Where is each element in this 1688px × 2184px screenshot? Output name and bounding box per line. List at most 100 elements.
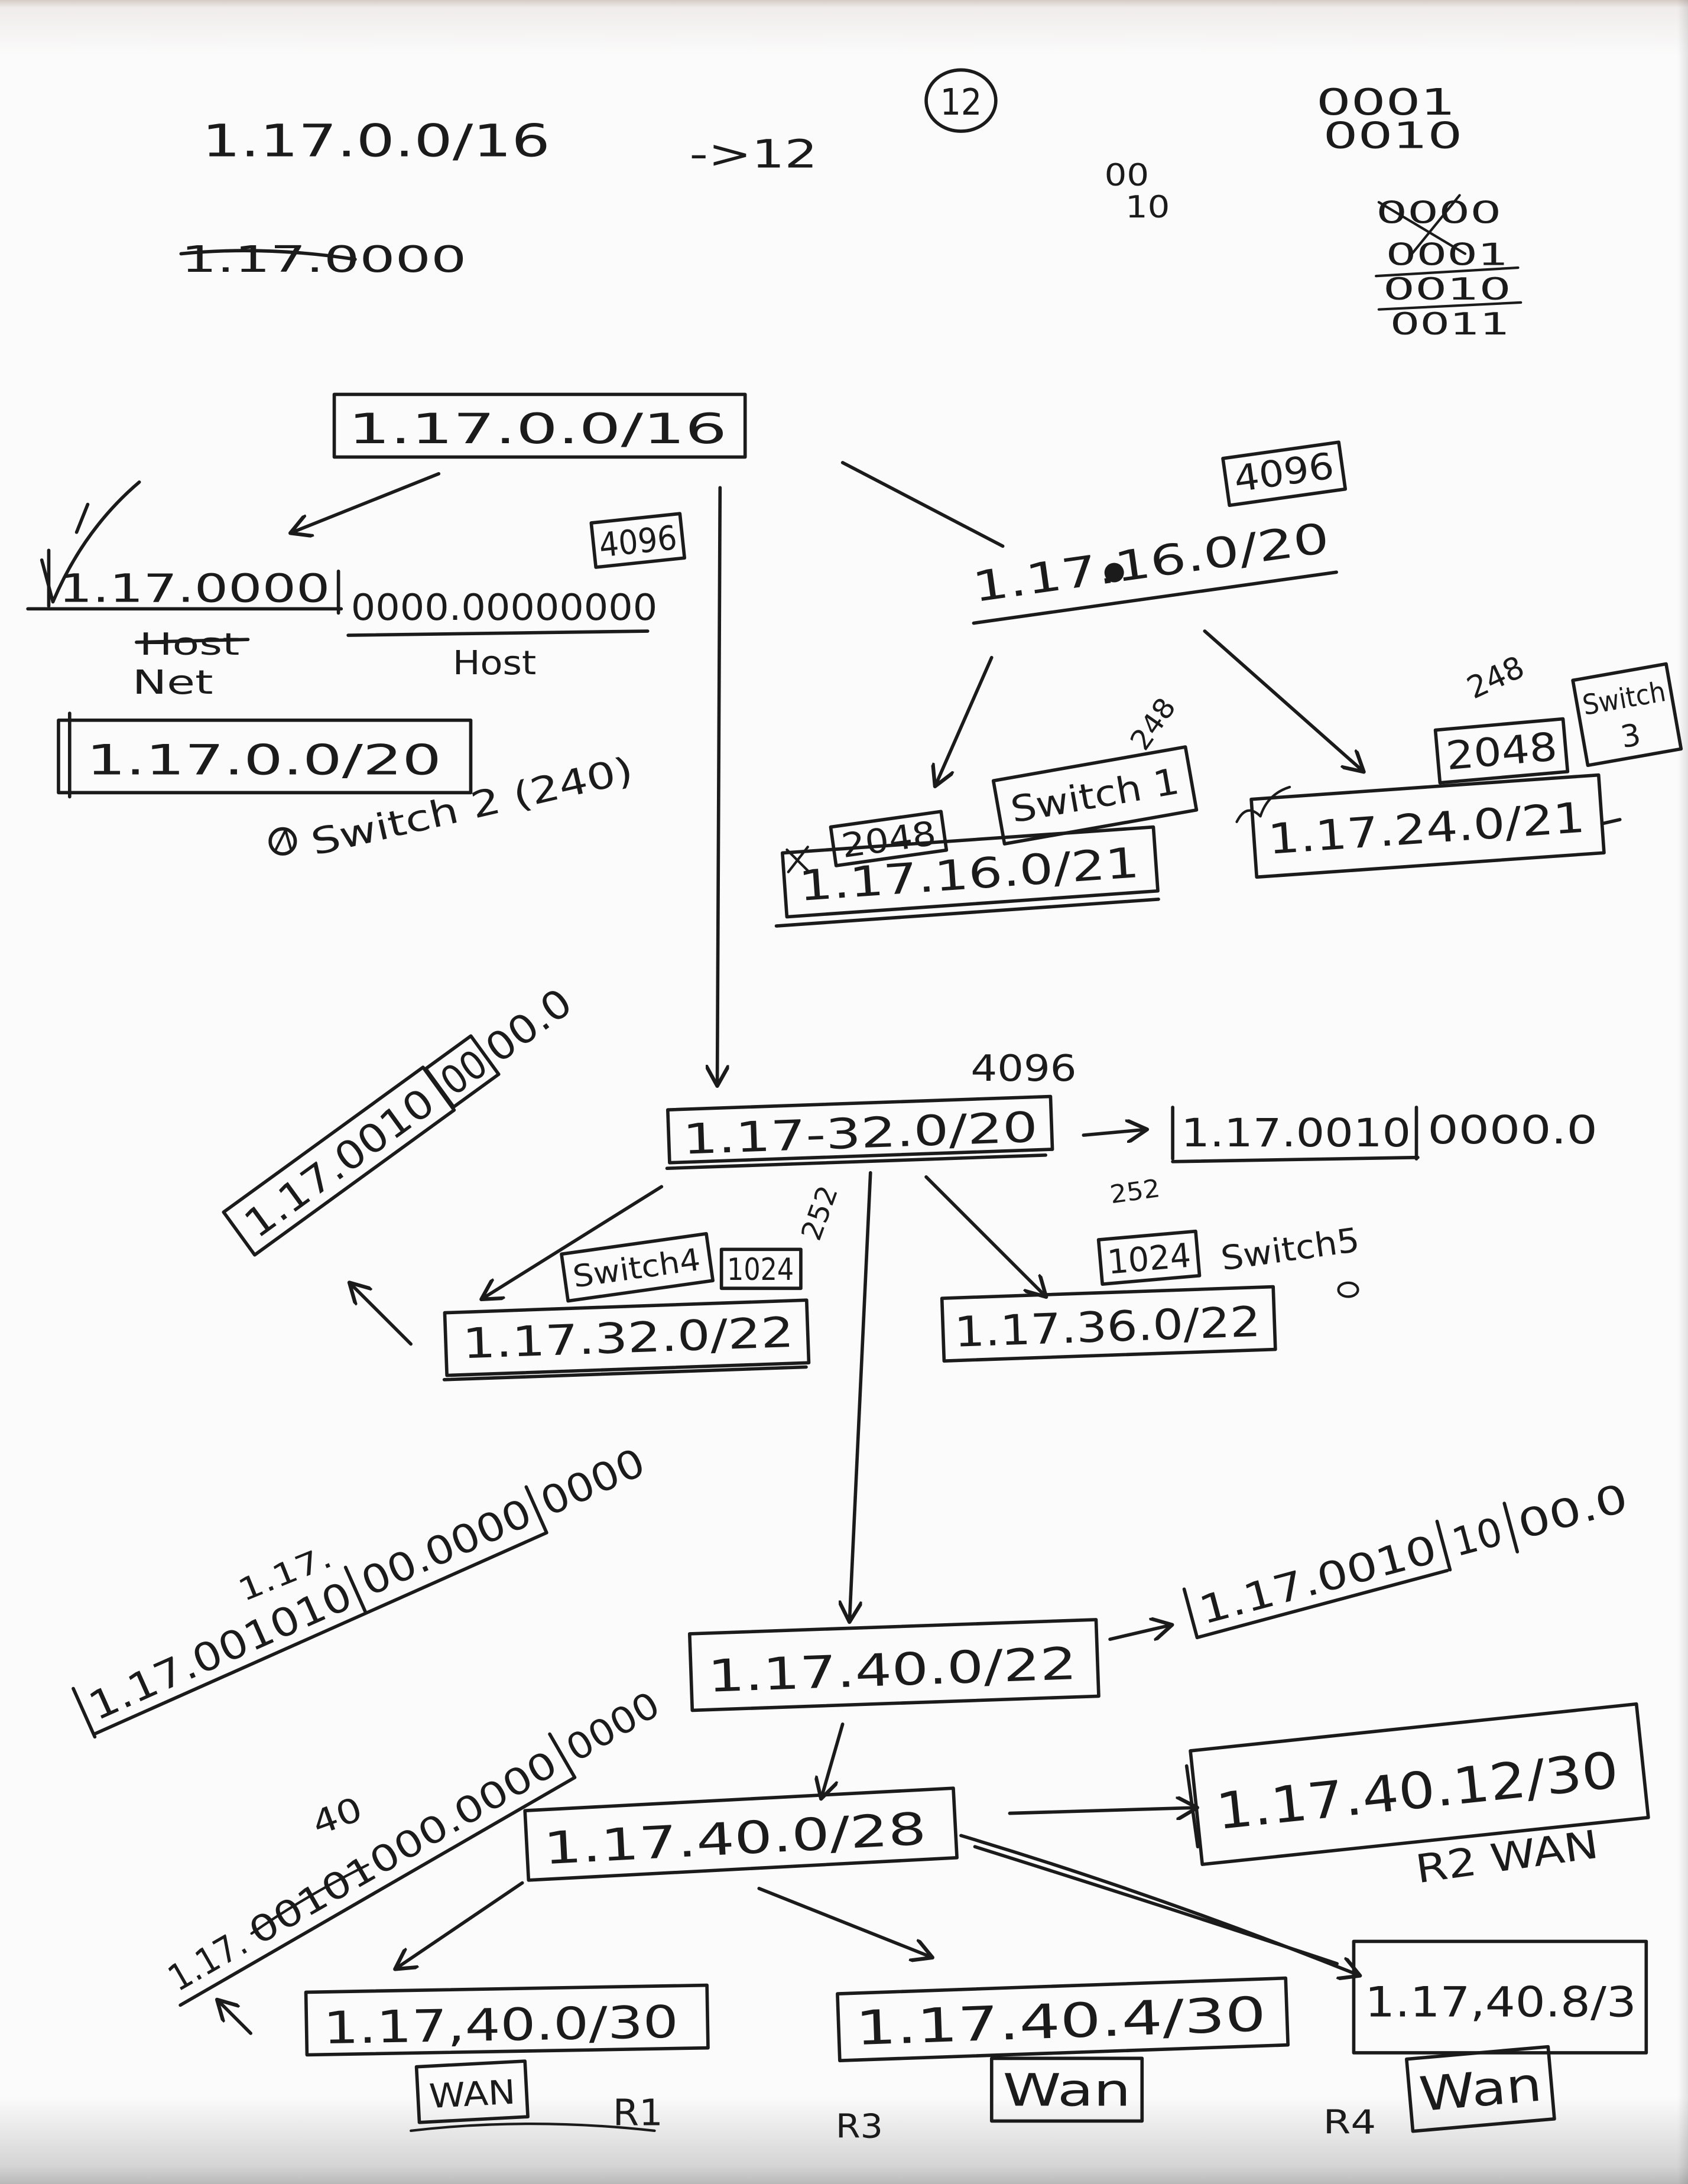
lower-subnet-label: 1.17.40.0/22: [707, 1637, 1077, 1702]
edge-root-to-left: [293, 472, 441, 532]
switch-4-subnet-box: [443, 1298, 811, 1377]
switch-4-hosts-note: 252: [795, 1181, 845, 1244]
middle-binary-rest: 0000.0: [1427, 1107, 1597, 1153]
p2p-binary-frame: [178, 1732, 577, 2007]
r1-link-subnet-box: [304, 1983, 710, 2057]
check-mark-icon: [40, 480, 141, 604]
edge-to-p2p-binary: [219, 2001, 252, 2035]
edge-right-to-left-child: [936, 655, 994, 784]
r4-router-label: R4: [1323, 2104, 1377, 2142]
r1-tag-box: [414, 2059, 530, 2124]
edge-right-to-right-child: [1203, 629, 1362, 771]
r1-router-label: R1: [613, 2092, 663, 2134]
middle-subnet-underline: [665, 1153, 1047, 1171]
root-network-label: 1.17.0.0/16: [348, 404, 727, 453]
r4-tag-box: [1405, 2045, 1556, 2133]
p2p-binary-rest: 0000: [559, 1684, 667, 1770]
scribble-dot-icon: [1337, 1281, 1359, 1298]
bits-stack-4: 0011: [1390, 307, 1510, 342]
switch-3-label-line-1: Switch: [1580, 675, 1668, 722]
middle-size-note: 4096: [970, 1048, 1076, 1090]
edge-middle-to-right-child: [924, 1175, 1044, 1295]
left-subnet-label: 1.17.0.0/20: [86, 736, 442, 785]
edge-middle-to-binary: [1082, 1130, 1145, 1135]
r1-tag-underline: [410, 2123, 656, 2133]
r3-link-subnet-label: 1.17.40.4/30: [855, 1987, 1267, 2056]
left-host-part: 0000.00000000: [351, 587, 657, 629]
switch-3-hosts-note: 248: [1462, 649, 1530, 706]
bits-cross-mark: [1377, 194, 1467, 256]
switch-2-mark-icon: [268, 827, 297, 856]
switch-3-size-badge-box: [1433, 717, 1570, 785]
switch-4-size-badge: 1024: [727, 1252, 794, 1288]
circled-number: 12: [940, 82, 982, 124]
r3-link-subnet-box: [836, 1976, 1290, 2062]
edge-p2p-to-r4-second-stroke: [973, 1845, 1339, 1965]
switch-3-subnet-label: 1.17.24.0/21: [1267, 793, 1587, 864]
right-size-badge-box: [1221, 440, 1348, 508]
edge-root-to-middle: [718, 486, 720, 1084]
struck-note: 1.17.0000: [181, 239, 466, 281]
octet-note: 40: [307, 1790, 368, 1843]
left-binary-net: 1.17.0010: [236, 1079, 443, 1247]
left-binary-sub-box: [424, 1034, 501, 1109]
r4-link-subnet-label: 1.17,40.8/3: [1365, 1978, 1637, 2027]
net-part-box: [26, 548, 343, 615]
scribble-mark: [1235, 785, 1291, 823]
x-mark-icon: [785, 846, 809, 873]
left-binary-rest: 00.0: [477, 979, 580, 1071]
edge-to-left-binary: [351, 1284, 413, 1346]
lower-left-binary-frame: [72, 1485, 548, 1739]
switch-3-size-badge: 2048: [1444, 724, 1559, 779]
switch-1-subnet-underline: [774, 897, 1160, 928]
lower-right-binary-frame: [1182, 1502, 1520, 1640]
bits-underline: [1375, 266, 1523, 311]
switch-5-size-badge: 1024: [1106, 1237, 1193, 1282]
host-part-underline: [346, 629, 650, 637]
r3-tag: Wan: [1003, 2064, 1131, 2116]
left-size-badge: 4096: [598, 519, 679, 565]
edge-lower-to-binary: [1108, 1626, 1170, 1640]
switch-3-box-tail: [1600, 818, 1622, 826]
edge-middle-to-lower: [849, 1171, 872, 1620]
r2-wan-subnet-box: [1189, 1702, 1650, 1866]
r2-wan-box-bar: [1184, 1764, 1200, 1849]
switch-4-subnet-underline: [442, 1365, 808, 1382]
p2p-binary-net: 00101000.0000: [242, 1743, 564, 1953]
edge-to-r2-wan: [1008, 1808, 1194, 1813]
edge-root-to-right: [840, 461, 1005, 548]
r3-tag-box: [989, 2056, 1144, 2123]
r3-router-label: R3: [836, 2108, 883, 2146]
switch-1-hosts-note: 248: [1124, 692, 1183, 756]
switch-3-subnet-box: [1249, 773, 1606, 879]
r4-link-subnet-box: [1352, 1939, 1648, 2055]
lower-right-binary-rest: 00.0: [1513, 1476, 1632, 1548]
lower-left-binary-rest: 0000: [534, 1439, 651, 1525]
lower-subnet-box: [687, 1618, 1101, 1712]
switch-4-size-badge-box: [719, 1247, 803, 1291]
middle-subnet-box: [666, 1094, 1054, 1165]
root-network-box: [332, 392, 747, 459]
switch-1-subnet-box: [780, 825, 1160, 919]
edge-p2p-to-r1: [397, 1881, 524, 1968]
edge-lower-to-p2p: [822, 1722, 845, 1797]
bits-top-right-1: 0001: [1316, 82, 1456, 124]
p2p-binary-strike: [250, 1863, 369, 1935]
bits-top-right-2: 0010: [1323, 115, 1463, 157]
struck-note-strike: [179, 249, 357, 261]
middle-binary-net: 1.17.0010: [1181, 1110, 1411, 1156]
lower-left-binary-net: 1.17.001010: [82, 1573, 359, 1730]
switch-3-label-box: [1571, 662, 1683, 768]
net-label: Net: [132, 664, 213, 702]
edge-p2p-to-r3: [757, 1887, 930, 1956]
r1-tag: WAN: [428, 2074, 516, 2117]
lower-right-binary-sub: 10: [1447, 1509, 1508, 1565]
switch-5-hosts-note: 252: [1108, 1174, 1162, 1210]
ink-blot: [1104, 563, 1124, 583]
switch-5-subnet-label: 1.17.36.0/22: [953, 1297, 1261, 1357]
circled-number-ring: [924, 68, 998, 133]
edge-middle-to-left-child: [483, 1185, 664, 1298]
switch-4-subnet-label: 1.17.32.0/22: [462, 1308, 794, 1369]
r4-tag: Wan: [1417, 2057, 1544, 2123]
